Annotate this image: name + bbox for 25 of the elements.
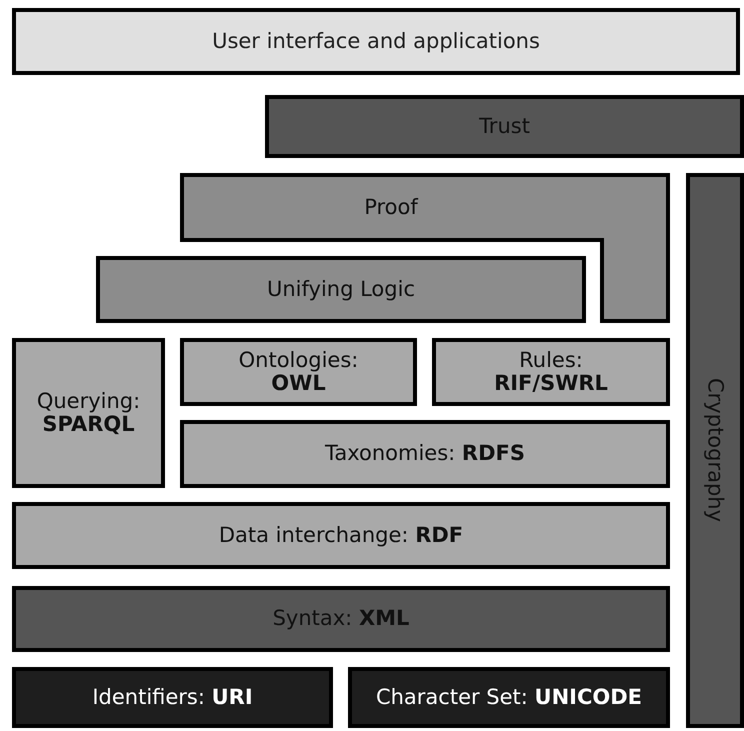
layer-label: Data interchange: RDF	[218, 524, 464, 548]
layer-box	[180, 338, 417, 406]
layer-label: Querying: SPARQL	[36, 390, 140, 436]
layer-label: User interface and applications	[212, 30, 540, 54]
layer-label: Taxonomies: RDFS	[325, 442, 525, 466]
layer-label: Proof	[364, 194, 418, 218]
layer-label: Trust	[479, 114, 530, 138]
layer-box	[348, 667, 670, 728]
layer-box	[265, 95, 744, 158]
layer-box	[12, 338, 165, 488]
layer-label: Syntax: XML	[272, 607, 410, 631]
layer-label: Rules: RIF/SWRL	[494, 348, 608, 396]
layer-label: Unifying Logic	[266, 278, 415, 302]
layer-box	[686, 173, 744, 728]
layer-box	[12, 502, 670, 569]
layer-label: Character Set: UNICODE	[376, 686, 642, 710]
layer-box	[12, 667, 333, 728]
layer-box	[432, 338, 670, 406]
layer-label: Cryptography	[703, 378, 727, 523]
layer-box	[12, 586, 670, 652]
layer-box	[96, 256, 586, 323]
layer-label: Ontologies: OWL	[238, 348, 358, 396]
layer-label: Identifiers: URI	[92, 686, 253, 710]
layer-box	[12, 8, 740, 75]
layer-box	[180, 420, 670, 488]
